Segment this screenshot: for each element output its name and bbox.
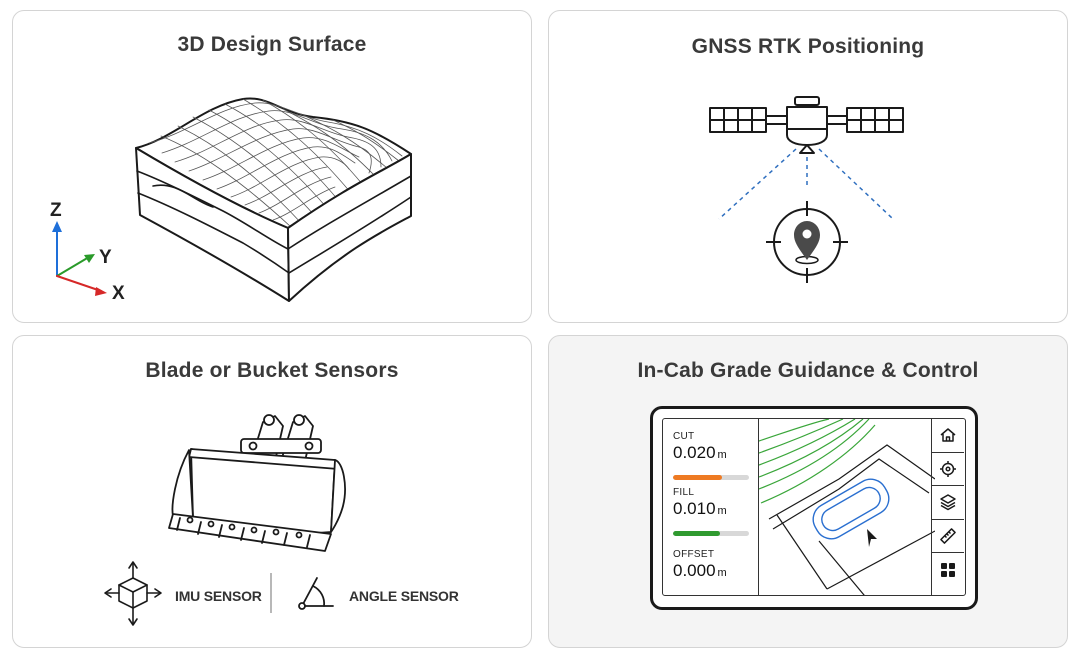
grid-menu-button[interactable] [932,553,964,587]
home-icon [940,428,956,442]
bucket-illustration [104,414,346,626]
ruler-icon [940,527,956,544]
z-axis-label: Z [50,200,62,221]
y-axis-label: Y [99,247,112,268]
x-axis-arrow [95,287,107,296]
guidance-panel: In-Cab Grade Guidance & Control CUT 0.02… [548,335,1068,648]
design-surface-panel: 3D Design Surface [12,10,532,323]
imu-sensor-label: IMU SENSOR [175,588,262,604]
gnss-title: GNSS RTK Positioning [691,35,925,58]
fill-bar-fill [673,531,721,536]
contour-lines [759,419,876,504]
fill-label: FILL [673,487,695,498]
site-map-view[interactable] [759,419,935,596]
offset-value: 0.000 [673,561,716,580]
satellite-icon [709,96,904,283]
y-axis-arrow [84,254,95,263]
cut-value: 0.020 [673,443,716,462]
target-button[interactable] [932,453,964,486]
fill-unit: m [717,505,727,517]
target-icon [940,460,956,477]
fill-value: 0.010 [673,499,716,518]
machine-cursor-icon [867,529,877,547]
sensors-panel: Blade or Bucket Sensors [12,335,532,648]
guidance-path-outer [812,478,890,540]
home-button[interactable] [932,419,964,453]
z-axis-arrow [52,221,62,232]
offset-label: OFFSET [673,549,715,560]
x-axis-label: X [112,283,125,304]
gnss-panel: GNSS RTK Positioning [548,10,1068,323]
terrain-block-illustration: Z Y X [50,97,412,304]
guidance-title: In-Cab Grade Guidance & Control [637,359,979,382]
fill-bar [673,531,749,536]
cut-bar [673,475,749,480]
x-axis-line [56,275,102,292]
sensors-title: Blade or Bucket Sensors [145,359,399,382]
grid-icon [941,562,955,577]
map-pin-icon [794,221,820,260]
offset-unit: m [717,567,727,579]
layers-button[interactable] [932,486,964,520]
signal-beams [718,148,894,220]
cut-bar-fill [673,475,723,480]
angle-sensor-icon [298,577,334,610]
guidance-path-inner [821,486,881,532]
imu-sensor-icon [104,561,162,626]
layers-icon [940,494,956,511]
design-surface-title: 3D Design Surface [177,33,367,56]
angle-sensor-label: ANGLE SENSOR [349,588,459,604]
ruler-button[interactable] [932,520,964,553]
cut-unit: m [717,449,727,461]
cab-toolbar [931,419,965,595]
cut-label: CUT [673,431,695,442]
y-axis-line [56,256,90,277]
